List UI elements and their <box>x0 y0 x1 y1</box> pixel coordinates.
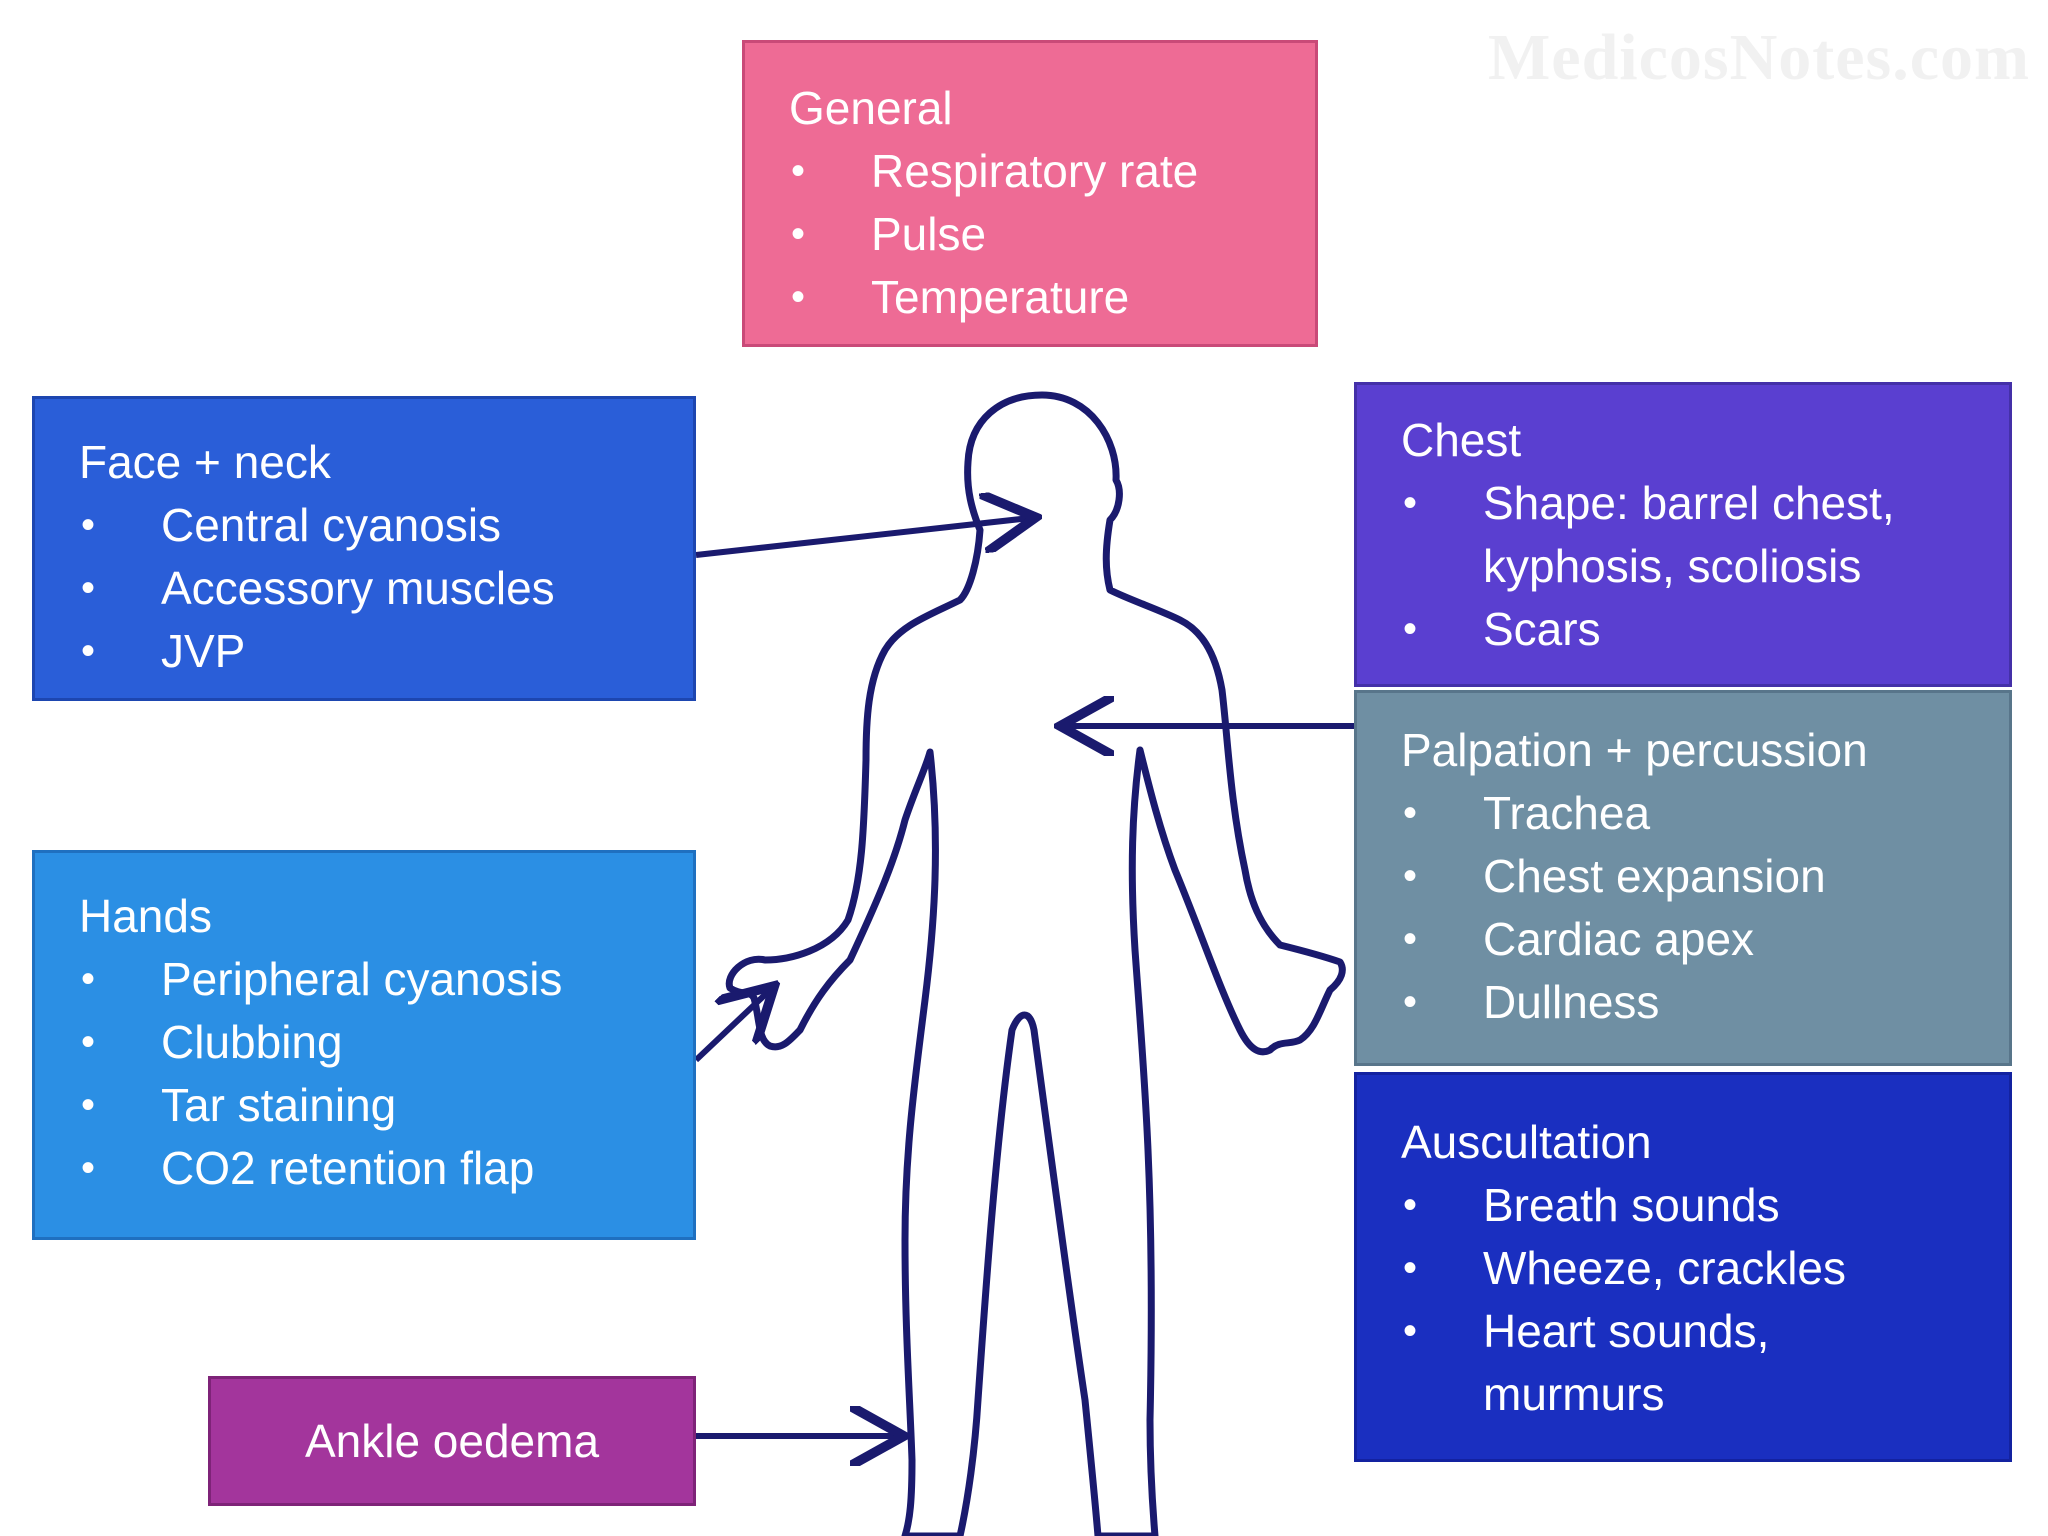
list-item-text: Respiratory rate <box>871 145 1199 197</box>
face-neck-arrow <box>695 518 1030 558</box>
list-item-text: Central cyanosis <box>161 499 502 551</box>
list-item-text: Wheeze, crackles <box>1483 1242 1847 1294</box>
list-item-text: Temperature <box>871 271 1130 323</box>
list-item-text: Accessory muscles <box>161 562 555 614</box>
hands-list: •Peripheral cyanosis •Clubbing •Tar stai… <box>79 948 693 1200</box>
list-item-text: Breath sounds <box>1483 1179 1780 1231</box>
general-box: General •Respiratory rate •Pulse •Temper… <box>742 40 1318 347</box>
list-item: •Peripheral cyanosis <box>81 953 563 1005</box>
face-neck-list: •Central cyanosis •Accessory muscles •JV… <box>79 494 693 683</box>
list-item: •JVP <box>81 625 246 677</box>
list-item: •Respiratory rate <box>791 145 1199 197</box>
chest-list: •Shape: barrel chest, kyphosis, scoliosi… <box>1401 472 2009 661</box>
auscultation-box: Auscultation •Breath sounds •Wheeze, cra… <box>1354 1072 2012 1462</box>
chest-title: Chest <box>1401 414 1522 466</box>
list-item: •Breath sounds <box>1403 1179 1780 1231</box>
list-item-text: Cardiac apex <box>1483 913 1755 965</box>
chest-box: Chest •Shape: barrel chest, kyphosis, sc… <box>1354 382 2012 687</box>
list-item: •Wheeze, crackles <box>1403 1242 1847 1294</box>
palpation-title: Palpation + percussion <box>1401 724 1868 776</box>
list-item: •Scars <box>1403 603 1601 655</box>
hands-box: Hands •Peripheral cyanosis •Clubbing •Ta… <box>32 850 696 1240</box>
list-item-text: Pulse <box>871 208 987 260</box>
list-item: •Accessory muscles <box>81 562 555 614</box>
auscultation-title: Auscultation <box>1401 1116 1652 1168</box>
list-item-text: Shape: barrel chest, kyphosis, scoliosis <box>1483 477 1895 592</box>
list-item-text: Scars <box>1483 603 1601 655</box>
list-item-text: Dullness <box>1483 976 1660 1028</box>
list-item: •Pulse <box>791 208 987 260</box>
list-item-text: Heart sounds, murmurs <box>1483 1305 1770 1420</box>
human-body-outline <box>725 391 1346 1536</box>
list-item: •Cardiac apex <box>1403 913 1755 965</box>
list-item: •Chest expansion <box>1403 850 1826 902</box>
list-item-text: Clubbing <box>161 1016 343 1068</box>
list-item-text: JVP <box>161 625 246 677</box>
list-item: •CO2 retention flap <box>81 1142 535 1194</box>
face-neck-title: Face + neck <box>79 436 331 488</box>
list-item-text: Trachea <box>1483 787 1651 839</box>
list-item-text: Chest expansion <box>1483 850 1826 902</box>
list-item-text: Tar staining <box>161 1079 397 1131</box>
list-item-text: CO2 retention flap <box>161 1142 535 1194</box>
ankle-oedema-label: Ankle oedema <box>304 1414 600 1467</box>
list-item: •Trachea <box>1403 787 1651 839</box>
general-list: •Respiratory rate •Pulse •Temperature <box>789 140 1315 329</box>
list-item: •Clubbing <box>81 1016 343 1068</box>
list-item: •Dullness <box>1403 976 1660 1028</box>
ankle-oedema-box: Ankle oedema <box>208 1376 696 1506</box>
list-item: •Temperature <box>791 271 1130 323</box>
face-neck-box: Face + neck •Central cyanosis •Accessory… <box>32 396 696 701</box>
list-item: •Central cyanosis <box>81 499 502 551</box>
palpation-list: •Trachea •Chest expansion •Cardiac apex … <box>1401 782 2009 1034</box>
auscultation-list: •Breath sounds •Wheeze, crackles •Heart … <box>1401 1174 2009 1426</box>
list-item: •Heart sounds, murmurs <box>1403 1305 1770 1420</box>
general-title: General <box>789 82 953 134</box>
list-item: •Tar staining <box>81 1079 397 1131</box>
list-item-text: Peripheral cyanosis <box>161 953 563 1005</box>
hands-title: Hands <box>79 890 212 942</box>
hands-arrow <box>693 990 770 1063</box>
list-item: •Shape: barrel chest, kyphosis, scoliosi… <box>1403 477 1895 592</box>
watermark: MedicosNotes.com <box>1487 21 2030 94</box>
palpation-percussion-box: Palpation + percussion •Trachea •Chest e… <box>1354 690 2012 1066</box>
